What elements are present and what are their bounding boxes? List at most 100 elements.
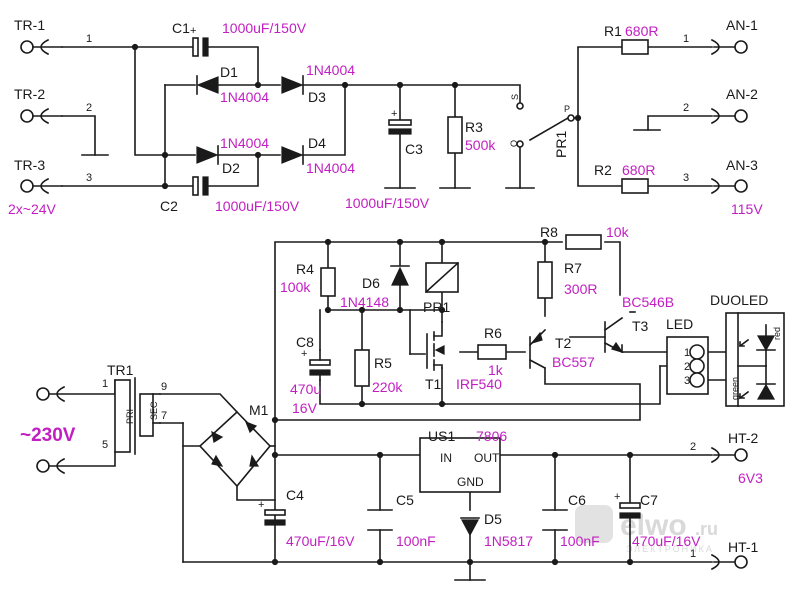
svg-text:+: + [391, 108, 397, 120]
mosfet-t1: T1 IRF540 [425, 321, 502, 392]
resistor-r6: R6 1k [477, 325, 507, 378]
r5-ref: R5 [374, 355, 392, 371]
an1-pin: 1 [683, 33, 689, 45]
d1-ref: D1 [220, 64, 238, 80]
d4-value: 1N4004 [306, 160, 355, 176]
c5-value: 100nF [396, 533, 436, 549]
t1-ref: T1 [425, 376, 442, 392]
diode-d1: D1 1N4004 [196, 64, 269, 105]
c3-ref: C3 [405, 141, 423, 157]
diode-d2: 1N4004 D2 [196, 135, 269, 176]
pr1-switch-ref: PR1 [553, 131, 569, 158]
capacitor-c2: C2 1000uF/150V [160, 176, 300, 214]
resistor-r1: R1 680R [604, 23, 658, 55]
transistor-t2: T2 BC557 [528, 328, 595, 370]
m1-ref: M1 [249, 402, 269, 418]
d1-value: 1N4004 [220, 89, 269, 105]
diode-d6: D6 1N4148 [340, 265, 410, 310]
terminal-tr2: TR-2 2 [14, 86, 92, 125]
terminal-an2: AN-2 2 [683, 86, 758, 125]
c7-value: 470uF/16V [632, 533, 701, 549]
c2-value: 1000uF/150V [215, 198, 300, 214]
c8-value1: 470u [290, 381, 321, 397]
t1-value: IRF540 [456, 376, 502, 392]
terminal-an3: AN-3 3 115V [683, 157, 763, 217]
diode-d4: D4 1N4004 [281, 135, 355, 176]
resistor-r5: R5 220k [354, 349, 403, 395]
d2-value: 1N4004 [220, 135, 269, 151]
r1-value: 680R [625, 23, 658, 39]
c7-ref: C7 [640, 492, 658, 508]
capacitor-c4: + C4 470uF/16V [258, 487, 355, 549]
t3-value: BC546B [622, 294, 674, 310]
bridge-rectifier-m1: M1 [182, 402, 276, 488]
c5-ref: C5 [396, 492, 414, 508]
d6-ref: D6 [362, 275, 380, 291]
c1-value: 1000uF/150V [222, 20, 307, 36]
relay-coil-pr1: PR1 [423, 261, 460, 315]
r3-value: 500k [465, 137, 496, 153]
duoled-red: red [772, 327, 782, 340]
d2-ref: D2 [222, 160, 240, 176]
us1-ref: US1 [428, 428, 455, 444]
t2-ref: T2 [555, 335, 572, 351]
us1-in: IN [440, 451, 452, 465]
resistor-r8: R8 10k [540, 224, 630, 250]
r1-ref: R1 [604, 23, 622, 39]
an2-pin: 2 [683, 102, 689, 114]
ht2-pin: 2 [690, 441, 696, 453]
duoled-green: green [730, 377, 740, 400]
ht2-note: 6V3 [738, 470, 763, 486]
capacitor-c7: + C7 470uF/16V [614, 491, 701, 549]
tr1-label: TR-1 [14, 17, 45, 33]
r3-ref: R3 [465, 119, 483, 135]
pr1-coil-ref: PR1 [423, 299, 450, 315]
c2-ref: C2 [160, 198, 178, 214]
r2-ref: R2 [594, 162, 612, 178]
an1-label: AN-1 [726, 17, 758, 33]
led-ref: LED [666, 316, 693, 332]
terminal-ht1: HT-1 1 [690, 539, 759, 571]
terminal-tr3: TR-3 3 2x~24V [8, 157, 92, 217]
tr1-pin-9: 9 [161, 381, 167, 393]
c6-ref: C6 [568, 492, 586, 508]
us1-part: 7806 [476, 428, 507, 444]
relay-switch-pr1: S O P PR1 [509, 94, 575, 158]
led-pin-1: 1 [684, 347, 690, 359]
d3-ref: D3 [308, 89, 326, 105]
pr1-p-label: P [564, 104, 570, 114]
capacitor-c3: + C3 1000uF/150V [345, 108, 430, 211]
tr1-pri: PRI [125, 409, 135, 424]
watermark: elwo .ru ЭЛЕКТРОНИКА [575, 505, 718, 554]
resistor-r7: R7 300R [537, 260, 597, 299]
tr-voltage-note: 2x~24V [8, 201, 57, 217]
c8-ref: C8 [296, 334, 314, 350]
d5-value: 1N5817 [484, 533, 533, 549]
c6-value: 100nF [560, 533, 600, 549]
tr3-pin: 3 [86, 172, 92, 184]
r6-value: 1k [488, 362, 504, 378]
svg-text:+: + [301, 348, 307, 360]
resistor-r4: R4 100k [280, 261, 336, 297]
diode-d3: 1N4004 D3 [281, 62, 355, 105]
resistor-r3: R3 500k [447, 116, 496, 154]
d3-value: 1N4004 [306, 62, 355, 78]
d5-ref: D5 [484, 511, 502, 527]
d6-value: 1N4148 [340, 294, 389, 310]
r7-value: 300R [564, 281, 597, 297]
led-pin-3: 3 [684, 375, 690, 387]
terminal-ht2: HT-2 6V3 2 [690, 430, 763, 486]
regulator-us1: US1 7806 IN OUT GND [419, 428, 507, 493]
us1-out: OUT [474, 451, 500, 465]
junction-dots [131, 43, 634, 566]
terminal-an1: AN-1 1 [683, 17, 758, 56]
r8-value: 10k [606, 224, 630, 240]
ht1-label: HT-1 [728, 539, 759, 555]
r5-value: 220k [372, 379, 403, 395]
t2-value: BC557 [552, 354, 595, 370]
c3-value: 1000uF/150V [345, 195, 430, 211]
c8-value2: 16V [292, 400, 318, 416]
transformer-tr1: TR1 PRI SEC 9 7 [107, 362, 167, 455]
terminal-tr1: TR-1 1 [14, 17, 92, 56]
